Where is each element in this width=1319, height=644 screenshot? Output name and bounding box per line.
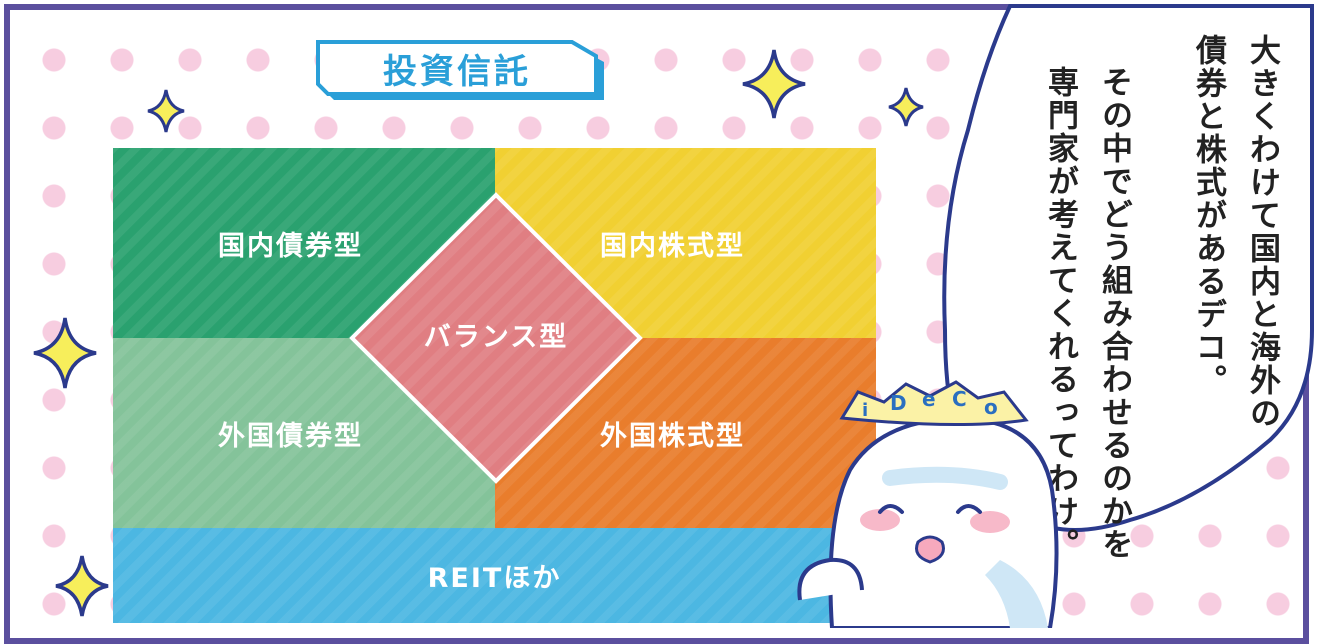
speech-line-1: 大きくわけて国内と海外の (1244, 34, 1280, 430)
balanced-label: バランス型 (423, 322, 569, 353)
title-badge: 投資信託 (316, 40, 608, 102)
page-title: 投資信託 (383, 52, 531, 92)
foreign-stock-label: 外国株式型 (600, 420, 745, 452)
sparkle-icon (55, 555, 109, 617)
crown-icon (839, 380, 1029, 427)
sparkle-icon (147, 89, 185, 133)
title-badge-shape (316, 40, 604, 100)
reit-panel: REITほか (113, 528, 876, 623)
balanced-diamond (349, 192, 643, 484)
foreign-bond-label: 外国債券型 (218, 420, 363, 452)
crown-letter: C (952, 387, 967, 411)
crown-letter: i (862, 400, 868, 421)
mascot-character (797, 380, 1059, 628)
domestic-bond-label: 国内債券型 (218, 230, 363, 262)
reit-label: REITほか (427, 563, 562, 594)
sparkle-icon (742, 49, 806, 119)
fund-type-chart: 国内債券型 国内株式型 外国債券型 外国株式型 REITほか バランス型 (113, 148, 876, 623)
speech-line-2: 債券と株式があるデコ。 (1190, 34, 1226, 397)
domestic-stock-label: 国内株式型 (600, 230, 745, 262)
crown-letter: e (922, 387, 936, 411)
crown-letters: i D e C o (862, 387, 998, 421)
sparkle-icon (888, 87, 924, 127)
crown-letter: D (890, 391, 907, 415)
crown-letter: o (984, 395, 998, 419)
sparkle-icon (33, 317, 97, 389)
speech-line-3: その中でどう組み合わせるのかを (1096, 66, 1132, 561)
